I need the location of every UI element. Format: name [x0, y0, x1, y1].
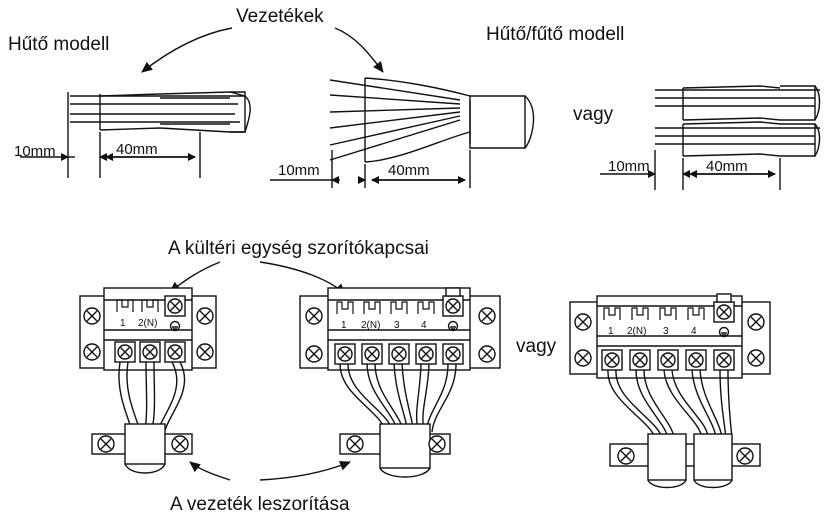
terminal-block-right	[569, 293, 771, 489]
cable-cooling	[20, 91, 251, 178]
sheath-length-3: 40mm	[706, 158, 748, 175]
terminal-number: 2(N)	[138, 318, 158, 329]
sheath-length-2: 40mm	[388, 162, 430, 179]
clamp-arrows	[189, 461, 351, 481]
cable-heatpump	[270, 77, 535, 188]
sheath-length-1: 40mm	[116, 141, 158, 158]
strip-length-3: 10mm	[608, 158, 650, 175]
terminal-block-left	[79, 287, 217, 474]
terminal-number: 2(N)	[627, 326, 647, 337]
cooling-model-label: Hűtő modell	[8, 34, 110, 55]
terminal-number: 1	[608, 326, 614, 337]
terminal-block-mid	[299, 287, 501, 478]
terminals-label: A kültéri egység szorítókapcsai	[168, 238, 429, 259]
wires-label: Vezetékek	[236, 6, 324, 27]
strip-length-2: 10mm	[278, 162, 320, 179]
terminal-arrows	[169, 261, 346, 299]
or-label-bottom: vagy	[516, 336, 557, 357]
terminal-number: 2(N)	[361, 320, 381, 331]
terminal-number: 1	[341, 320, 347, 331]
terminal-number: 3	[663, 326, 669, 337]
terminal-number: 4	[691, 326, 697, 337]
heatpump-model-label: Hűtő/fűtő modell	[486, 24, 625, 45]
strip-length-1: 10mm	[14, 143, 56, 160]
or-label-top: vagy	[573, 104, 614, 125]
cable-alt	[600, 85, 821, 190]
wires-arrows	[141, 27, 384, 73]
terminal-number: 1	[120, 318, 126, 329]
terminal-number: 3	[394, 320, 400, 331]
terminal-number: 4	[421, 320, 427, 331]
clamp-label: A vezeték leszorítása	[170, 494, 350, 515]
